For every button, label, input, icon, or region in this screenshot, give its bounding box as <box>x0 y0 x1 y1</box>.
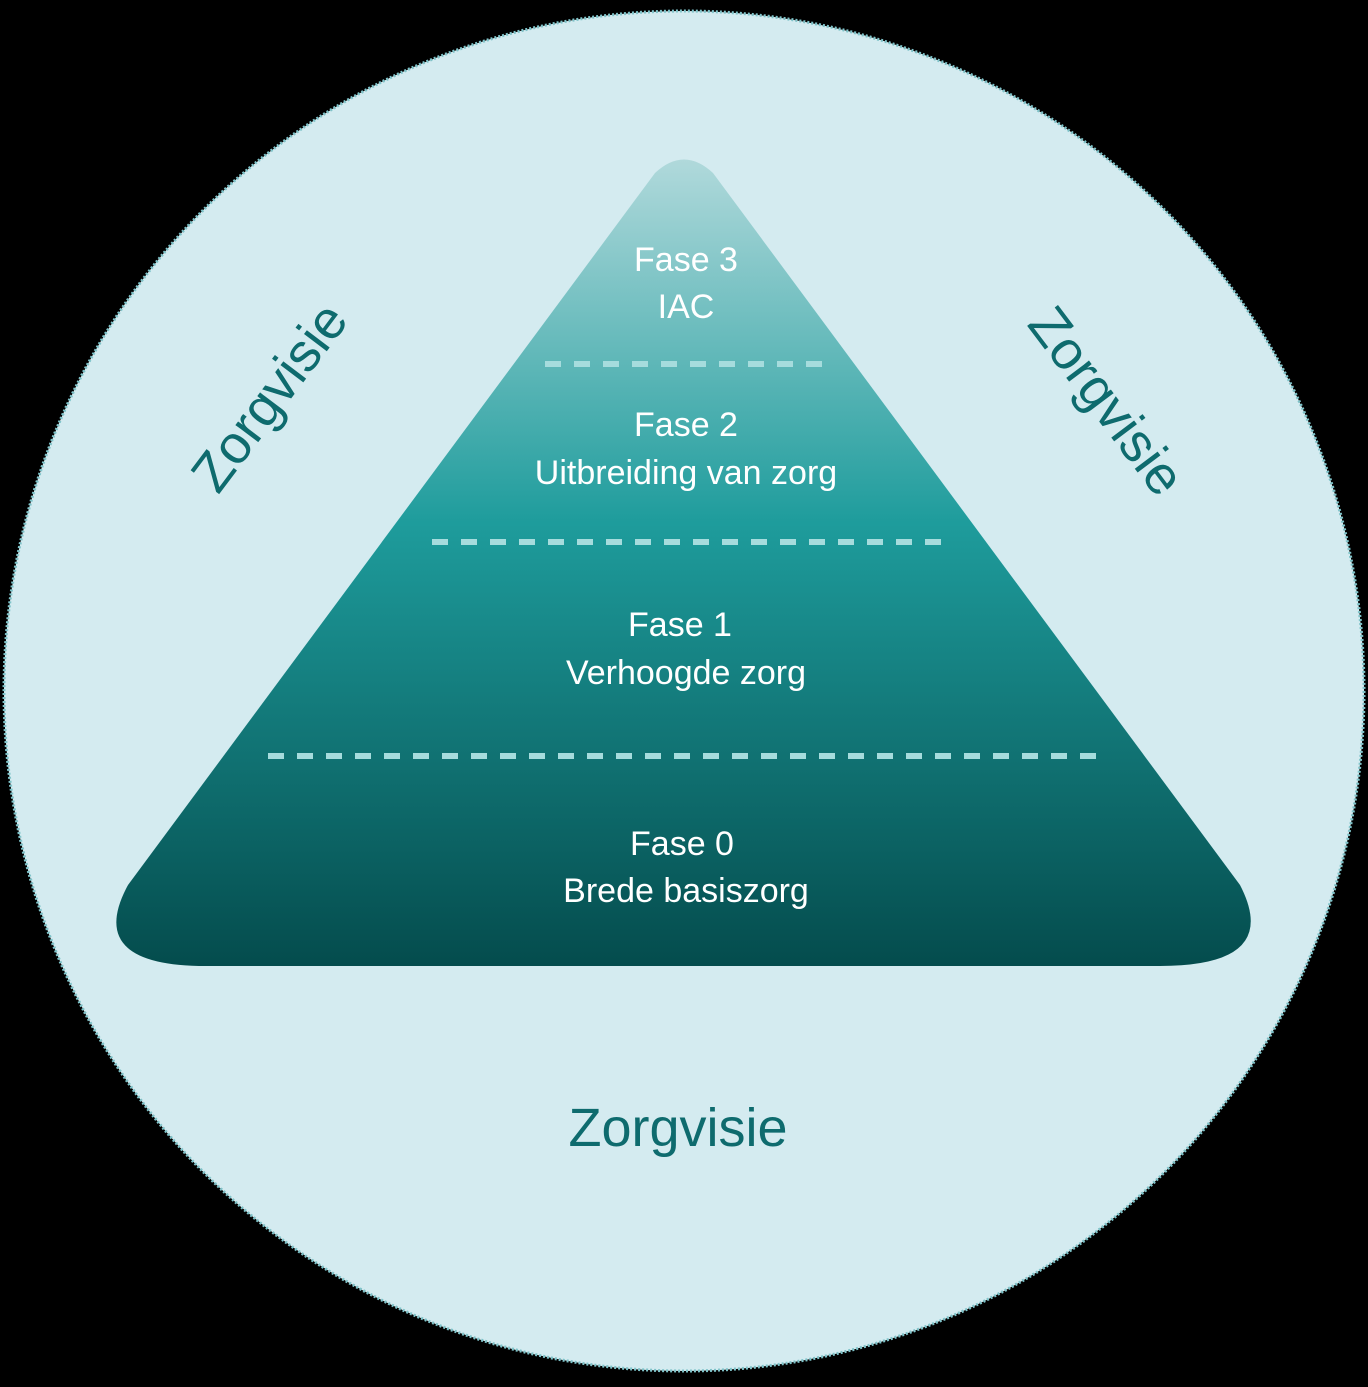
phase-2-subtitle: Uitbreiding van zorg <box>535 454 837 492</box>
phase-1-title: Fase 1 <box>628 606 732 644</box>
phase-0-title: Fase 0 <box>630 825 734 863</box>
vision-label-bottom: Zorgvisie <box>568 1098 787 1158</box>
phase-2-title: Fase 2 <box>634 406 738 444</box>
phase-1-subtitle: Verhoogde zorg <box>566 654 806 692</box>
phase-3-subtitle: IAC <box>658 288 715 326</box>
phase-pyramid <box>116 159 1251 966</box>
phase-3-title: Fase 3 <box>634 241 738 279</box>
phase-0-subtitle: Brede basiszorg <box>563 872 809 910</box>
